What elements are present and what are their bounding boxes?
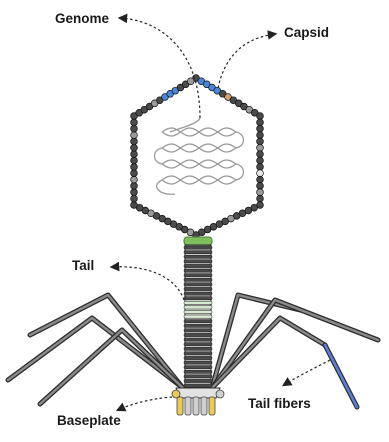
tail-fiber-core	[212, 300, 378, 388]
genome-label: Genome	[55, 12, 109, 26]
tail-ring	[184, 260, 212, 263]
capsid-bead	[257, 144, 264, 151]
tail-ring	[184, 310, 212, 313]
baseplate-spike	[193, 397, 199, 415]
tail-ring	[184, 315, 212, 318]
capsid-bead	[131, 183, 138, 190]
capsid-bead	[257, 189, 264, 196]
capsid-bead	[131, 195, 138, 202]
tail-ring	[184, 375, 212, 378]
capsid-bead	[257, 170, 264, 177]
tail-fiber-tip	[325, 345, 357, 407]
capsid-bead	[187, 78, 194, 85]
capsid-bead	[131, 132, 138, 139]
tail-label: Tail	[72, 259, 94, 273]
capsid-bead	[131, 157, 138, 164]
tail-fibers-label: Tail fibers	[248, 397, 311, 411]
tail-ring	[184, 292, 212, 295]
capsid-bead	[257, 132, 264, 139]
tail-ring	[184, 255, 212, 258]
tail-ring	[184, 347, 212, 350]
capsid-bead	[131, 170, 138, 177]
tail-collar	[184, 237, 212, 245]
tail-ring	[184, 320, 212, 323]
tail-arrow	[112, 267, 184, 300]
capsid-bead	[257, 183, 264, 190]
tail-ring	[184, 370, 212, 373]
capsid-bead	[257, 138, 264, 145]
tail-ring	[184, 329, 212, 332]
tail-ring	[184, 338, 212, 341]
tail-fiber	[212, 300, 378, 388]
capsid-bead	[131, 125, 138, 132]
baseplate-body	[176, 388, 220, 398]
baseplate-spike	[177, 397, 183, 415]
tail-ring	[184, 324, 212, 327]
tail-ring	[184, 251, 212, 254]
baseplate-knob	[216, 390, 224, 398]
tail-sheath	[184, 245, 212, 388]
tail-ring	[184, 283, 212, 286]
tail-ring	[184, 356, 212, 359]
capsid-bead	[257, 113, 264, 120]
tail-ring	[184, 301, 212, 304]
tail-ring	[184, 366, 212, 369]
baseplate	[172, 388, 224, 415]
tail-ring	[184, 287, 212, 290]
capsid-bead	[257, 119, 264, 126]
capsid-bead	[131, 189, 138, 196]
tail-ring	[184, 379, 212, 382]
baseplate-arrow	[118, 397, 172, 410]
capsid	[131, 75, 264, 239]
capsid-bead	[131, 176, 138, 183]
tail-ring	[184, 274, 212, 277]
tail-ring	[184, 361, 212, 364]
capsid-bead	[131, 144, 138, 151]
capsid-arrow	[218, 34, 275, 88]
baseplate-spike	[209, 397, 215, 415]
tail-ring	[184, 306, 212, 309]
tail-ring	[184, 264, 212, 267]
capsid-bead	[257, 195, 264, 202]
capsid-bead	[257, 176, 264, 183]
baseplate-label: Baseplate	[57, 414, 121, 428]
capsid-bead	[131, 164, 138, 171]
baseplate-spike	[201, 397, 207, 415]
tail-ring	[184, 246, 212, 249]
capsid-bead	[257, 125, 264, 132]
tail-ring	[184, 333, 212, 336]
capsid-bead	[131, 151, 138, 158]
capsid-bead	[257, 164, 264, 171]
capsid-bead	[257, 151, 264, 158]
capsid-bead	[131, 119, 138, 126]
tail-fibers-arrow	[284, 360, 330, 385]
tail-ring	[184, 352, 212, 355]
tail-ring	[184, 343, 212, 346]
capsid-label: Capsid	[284, 26, 329, 40]
capsid-bead	[131, 138, 138, 145]
tail-ring	[184, 269, 212, 272]
baseplate-spike	[185, 397, 191, 415]
tail-ring	[184, 297, 212, 300]
tail-ring	[184, 278, 212, 281]
baseplate-knob	[172, 390, 180, 398]
capsid-bead	[257, 157, 264, 164]
capsid-bead	[131, 202, 138, 209]
tail-ring	[184, 384, 212, 387]
